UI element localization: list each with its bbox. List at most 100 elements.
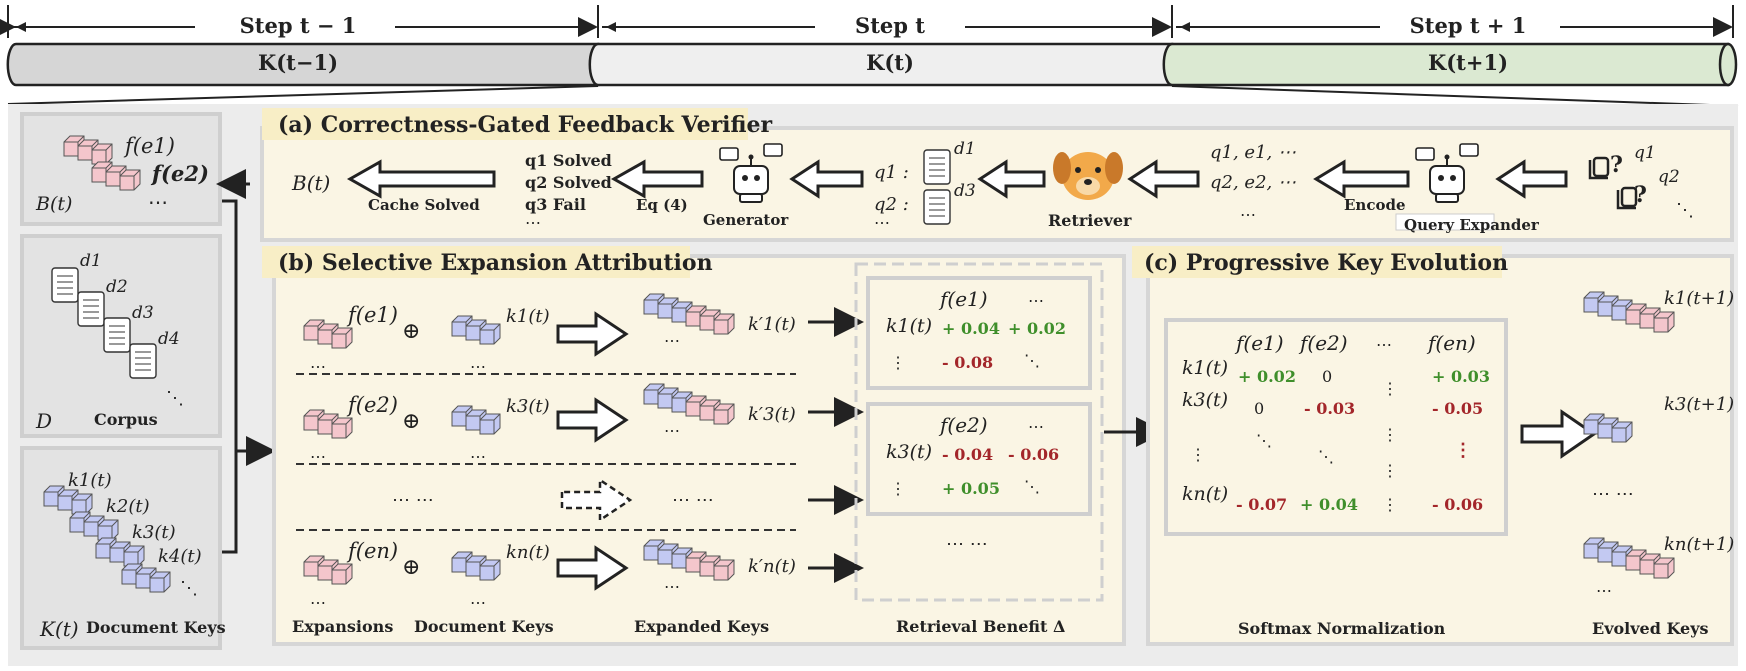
status-dots: ⋯ (525, 213, 541, 232)
benefit-table-1 (866, 276, 1092, 390)
key-cylinder-next (1162, 42, 1738, 87)
docs-dots: ⋯ (874, 213, 890, 232)
cache-f1: f(e1) (123, 134, 175, 158)
doc-key-2: k2(t) (106, 496, 150, 517)
generator-label: Generator (703, 211, 789, 229)
evolve-arrow-icon (1520, 409, 1597, 459)
row2-f: f(e2) (346, 393, 398, 417)
query-2: q2 (1658, 167, 1680, 187)
evolved-2: k3(t+1) (1664, 394, 1734, 415)
bt2-header: f(e2) (938, 413, 988, 437)
docs-q2: q2 : (874, 194, 909, 215)
mr3-c1: ⋱ (1256, 431, 1272, 450)
row-separators (296, 373, 796, 531)
question-mark-icon: ? (1610, 152, 1623, 178)
bt2-v3: + 0.05 (942, 479, 1000, 498)
bt1-v2: + 0.02 (1008, 319, 1066, 338)
evolution-title-bg (1132, 246, 1502, 278)
cache-dots: ⋯ (148, 190, 168, 214)
corpus-doc-3: d3 (132, 303, 154, 323)
oplus-icon: ⊕ (402, 319, 420, 344)
label-expansions: Expansions (292, 617, 393, 636)
row-dots: ⋯ (664, 577, 680, 596)
corpus-doc-1: d1 (80, 251, 102, 271)
dashed-arrow-icon (560, 477, 633, 523)
mr2-c2: - 0.03 (1304, 399, 1355, 418)
key-cylinder-prev (6, 42, 600, 87)
query-1: q1 (1634, 143, 1656, 163)
eq-label: Eq (4) (636, 196, 688, 214)
row-dots: ⋯ (470, 593, 486, 612)
bt1-key: k1(t) (886, 315, 932, 337)
mr3-c4: ⋮ (1454, 440, 1472, 461)
row-dots: ⋯ (310, 357, 326, 376)
key-prev: K(t−1) (258, 50, 338, 75)
query-dots: ⋱ (1676, 200, 1694, 221)
mr2-c1: 0 (1254, 399, 1264, 418)
users-question-icon (1588, 156, 1638, 210)
mr4-c1: - 0.07 (1236, 495, 1287, 514)
doc-key-3: k3(t) (132, 522, 176, 543)
doc-icon (923, 189, 951, 225)
mh-2: f(e2) (1298, 331, 1348, 355)
verifier-title: (a) Correctness-Gated Feedback Verifier (278, 112, 773, 138)
bt2-ddots: ⋱ (1024, 477, 1040, 496)
cache-f2: f(e2) (150, 161, 209, 186)
row-dots: ⋯ (664, 421, 680, 440)
verifier-cache-symbol: B(t) (291, 171, 330, 195)
expanded-dots: ⋯ (1240, 205, 1256, 224)
doc-keys-label: Document Keys (86, 618, 226, 637)
mr4-c4: - 0.06 (1432, 495, 1483, 514)
row-dots: ⋯ (664, 331, 680, 350)
expanded-1: q1, e1, ⋯ (1210, 142, 1296, 163)
doc-key-1: k1(t) (68, 470, 112, 491)
corpus-doc-2: d2 (106, 277, 128, 297)
mr1-c4: + 0.03 (1432, 367, 1490, 386)
row-dots: ⋯ (310, 447, 326, 466)
rown-kp: k′n(t) (748, 556, 796, 577)
corpus-dots: ⋱ (166, 388, 184, 409)
label-document-keys: Document Keys (414, 617, 554, 636)
bt1-vdots: ⋮ (890, 353, 906, 372)
label-expanded-keys: Expanded Keys (634, 617, 769, 636)
key-next: K(t+1) (1428, 50, 1508, 75)
bt1-v1: + 0.04 (942, 319, 1000, 338)
doc-key-4: k4(t) (158, 546, 202, 567)
expanded-2: q2, e2, ⋯ (1210, 172, 1296, 193)
bt2-header-dots: ⋯ (1028, 417, 1044, 436)
mh-3: ⋯ (1376, 335, 1392, 354)
corpus-label: Corpus (94, 410, 158, 429)
oplus-icon: ⊕ (402, 409, 420, 434)
encode-label: Encode (1344, 196, 1406, 214)
evolved-3: kn(t+1) (1664, 534, 1734, 555)
evolved-label: Evolved Keys (1592, 619, 1709, 638)
rown-f: f(en) (346, 539, 398, 563)
middle-dots: ⋯ ⋯ (392, 490, 434, 511)
doc-keys-symbol: K(t) (39, 617, 79, 641)
connector-bracket (222, 199, 238, 554)
mr4-c2: + 0.04 (1300, 495, 1358, 514)
key-cylinder-cur (588, 42, 1174, 87)
mr2-key: k3(t) (1182, 389, 1228, 411)
bt2-v2: - 0.06 (1008, 445, 1059, 464)
evolved-dots: ⋯ ⋯ (1592, 484, 1634, 505)
status-q1: q1 Solved (525, 151, 612, 170)
oplus-icon: ⊕ (402, 555, 420, 580)
bt1-header-dots: ⋯ (1028, 291, 1044, 310)
expander-label: Query Expander (1404, 216, 1540, 234)
row-dots: ⋯ (470, 447, 486, 466)
step-prev-label: Step t − 1 (240, 13, 357, 38)
step-cur-label: Step t (855, 13, 925, 38)
docs-d3: d3 (954, 181, 976, 201)
mr4-c3: ⋮ (1382, 495, 1398, 514)
mr2-c4: - 0.05 (1432, 399, 1483, 418)
row1-f: f(e1) (346, 303, 398, 327)
bt2-v1: - 0.04 (942, 445, 993, 464)
mr3-c3: ⋮ (1382, 461, 1398, 480)
mr1-c3: ⋮ (1382, 379, 1398, 398)
mr1-key: k1(t) (1182, 357, 1228, 379)
doc-icon (923, 149, 951, 185)
corpus-doc-4: d4 (158, 329, 180, 349)
mr3-c2: ⋱ (1318, 447, 1334, 466)
row1-k: k1(t) (506, 306, 550, 327)
